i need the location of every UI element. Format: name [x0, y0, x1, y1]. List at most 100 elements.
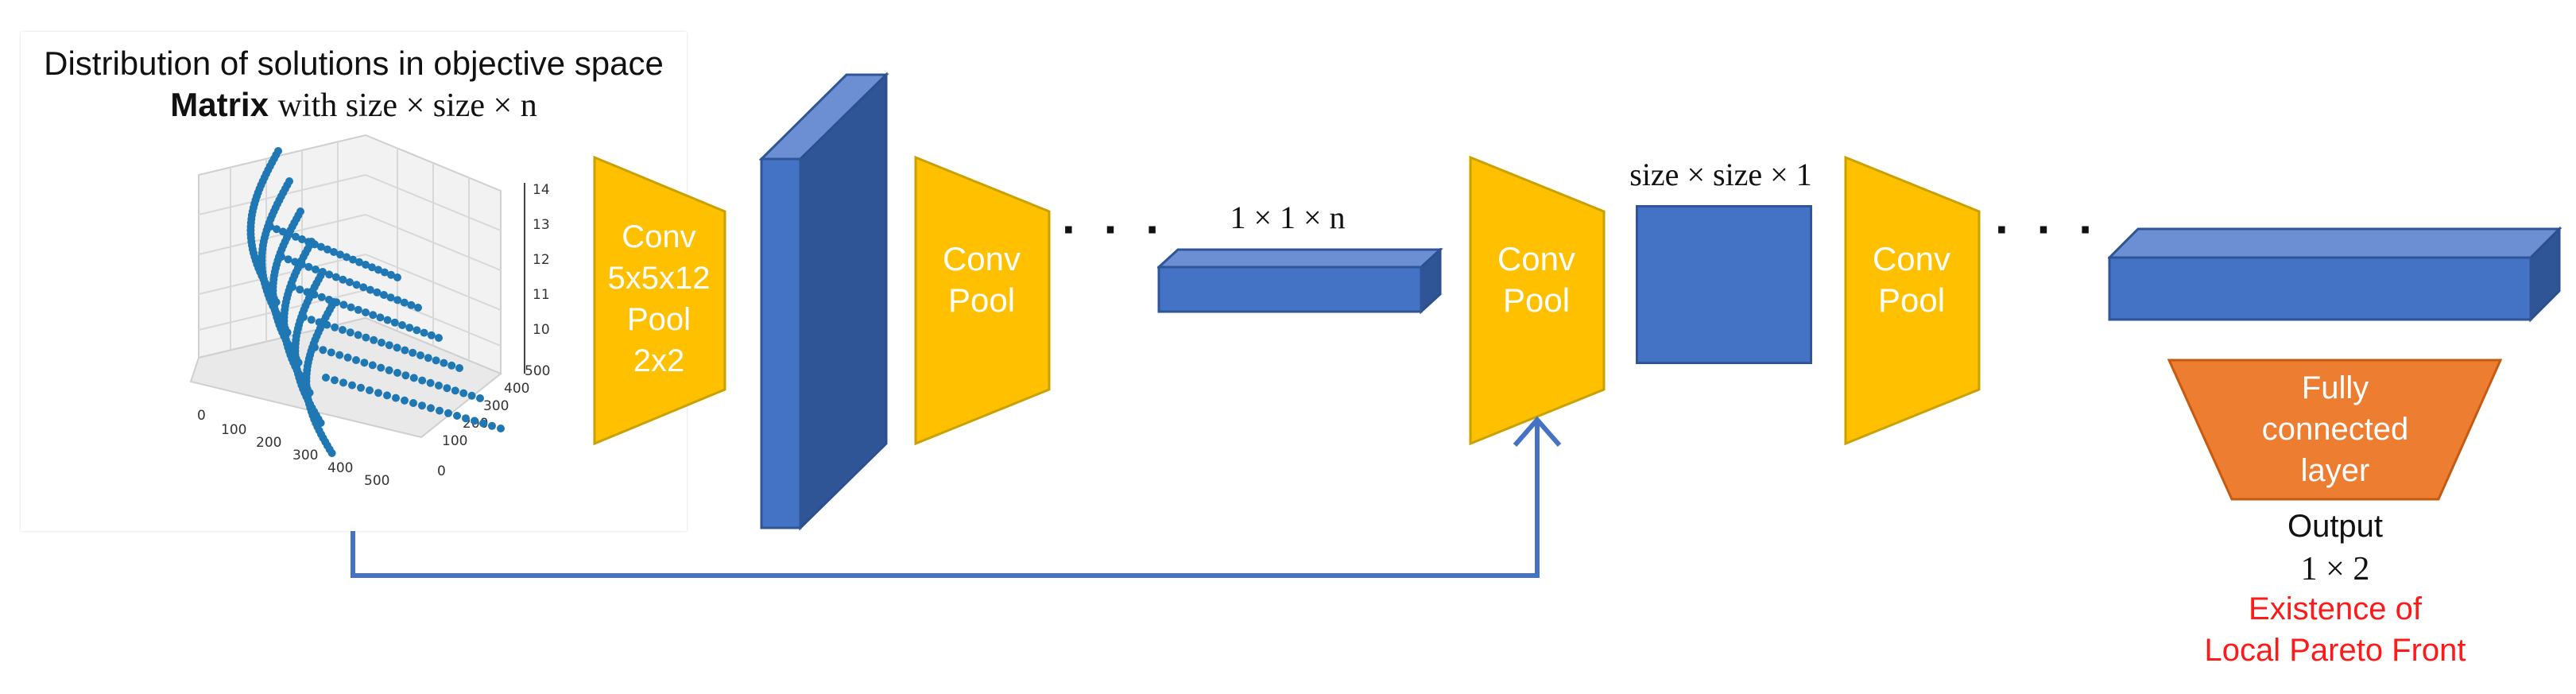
- conv-pool-label-1: Conv Pool: [914, 238, 1049, 321]
- scatter-point: [304, 262, 313, 271]
- scatter-point: [317, 242, 325, 251]
- scatter-point: [436, 406, 444, 415]
- scatter-point: [327, 449, 336, 457]
- pool-line: Pool: [1877, 281, 1946, 319]
- scatter-point: [471, 417, 478, 425]
- scatter-point: [346, 278, 354, 286]
- scatter-point: [401, 371, 410, 380]
- scatter-point: [401, 396, 409, 405]
- scatter-point: [317, 293, 326, 301]
- y-tick: 400: [504, 381, 529, 397]
- scatter-point: [432, 356, 440, 365]
- scatter-point: [331, 273, 340, 281]
- x-tick: 500: [364, 473, 389, 489]
- conv1-line: Pool: [626, 302, 691, 337]
- scatter-point: [393, 296, 402, 304]
- flatten-front: [2108, 256, 2532, 321]
- conv-line: Conv: [942, 240, 1021, 277]
- scatter-point: [331, 376, 339, 385]
- scatter-point: [339, 326, 347, 334]
- output-label: Output: [2287, 509, 2384, 544]
- scatter-point: [322, 374, 330, 382]
- scatter-point: [380, 291, 388, 299]
- z-tick: 13: [533, 217, 550, 233]
- scatter-point: [401, 346, 409, 355]
- scatter-point: [352, 281, 361, 289]
- conv1-line: Conv: [622, 219, 696, 254]
- fully-connected-block: [2167, 359, 2503, 501]
- scatter-point: [413, 326, 421, 335]
- vector-front: [1157, 266, 1423, 313]
- scatter-point: [325, 270, 334, 279]
- output-meaning-line2: Local Pareto Front: [2204, 633, 2466, 668]
- scatter-point: [407, 300, 416, 309]
- scatter-point: [416, 351, 424, 359]
- scatter-point: [451, 386, 459, 395]
- scatter-point: [374, 389, 382, 397]
- scatter-points: [246, 147, 505, 457]
- scatter-point: [385, 366, 393, 374]
- scatter-point: [273, 225, 281, 234]
- scatter-point: [346, 328, 354, 337]
- scatter-point: [362, 261, 370, 269]
- scatter-point: [455, 364, 463, 372]
- conv1-line: 2x2: [633, 343, 685, 378]
- ellipsis-2: · · ·: [1995, 203, 2101, 256]
- scatter-point: [386, 293, 395, 302]
- z-tick: 14: [533, 182, 550, 198]
- scatter-point: [427, 404, 435, 413]
- vector-block: [1157, 248, 1443, 315]
- skip-connection-line: [351, 423, 1540, 578]
- scatter-point: [376, 313, 385, 322]
- scatter-point: [459, 389, 468, 397]
- scatter-point: [336, 250, 344, 259]
- scatter-point: [354, 305, 362, 314]
- conv-line: Conv: [1497, 240, 1576, 277]
- conv-pool-shape: [1469, 156, 1606, 445]
- scatter-point: [354, 331, 362, 339]
- feature-map-slab: [759, 72, 889, 531]
- scatter-point: [296, 285, 304, 294]
- scatter-point: [373, 288, 382, 297]
- scatter-point: [357, 383, 365, 392]
- scatter-point: [398, 321, 406, 329]
- scatter-point: [409, 374, 418, 382]
- scatter-point: [377, 363, 385, 372]
- scatter-point: [440, 359, 448, 367]
- scatter-point: [339, 378, 347, 387]
- scatter-point: [323, 245, 331, 254]
- z-tick: 12: [533, 252, 550, 268]
- scatter-point: [467, 391, 476, 400]
- output-meaning-line1: Existence of: [2249, 591, 2422, 626]
- scatter-point: [427, 331, 436, 339]
- scatter-point: [339, 275, 347, 284]
- scatter-point: [420, 328, 428, 337]
- conv-pool-block-2: [1469, 156, 1606, 445]
- x-tick: 100: [221, 422, 246, 438]
- square-feature-map: [1636, 205, 1812, 364]
- fc-shape: [2167, 359, 2503, 501]
- conv1-label: Conv 5x5x12 Pool 2x2: [593, 216, 725, 382]
- y-tick: 300: [483, 398, 509, 414]
- scatter-point: [393, 369, 401, 377]
- conv1-shape: [593, 156, 726, 445]
- scatter-point: [292, 232, 300, 241]
- output-size: 1 × 2: [2300, 551, 2370, 587]
- scatter-point: [359, 283, 368, 292]
- scatter-point: [378, 339, 385, 347]
- x-tick: 200: [256, 435, 281, 451]
- matrix-bold-word: Matrix: [170, 86, 269, 123]
- scatter-point: [343, 353, 352, 362]
- solution-scatter-3d: 14 13 12 11 10 0 100 200 300 400 500 500…: [189, 134, 550, 489]
- scatter-point: [355, 258, 363, 266]
- scatter-point: [366, 285, 374, 294]
- input-title: Distribution of solutions in objective s…: [44, 45, 664, 82]
- scatter-point: [393, 343, 401, 352]
- fc-line: layer: [2300, 453, 2370, 488]
- scatter-point: [383, 391, 391, 400]
- arrowhead: [1513, 416, 1562, 447]
- scatter-point: [348, 381, 356, 390]
- scatter-point: [319, 346, 327, 355]
- x-tick: 0: [197, 408, 206, 424]
